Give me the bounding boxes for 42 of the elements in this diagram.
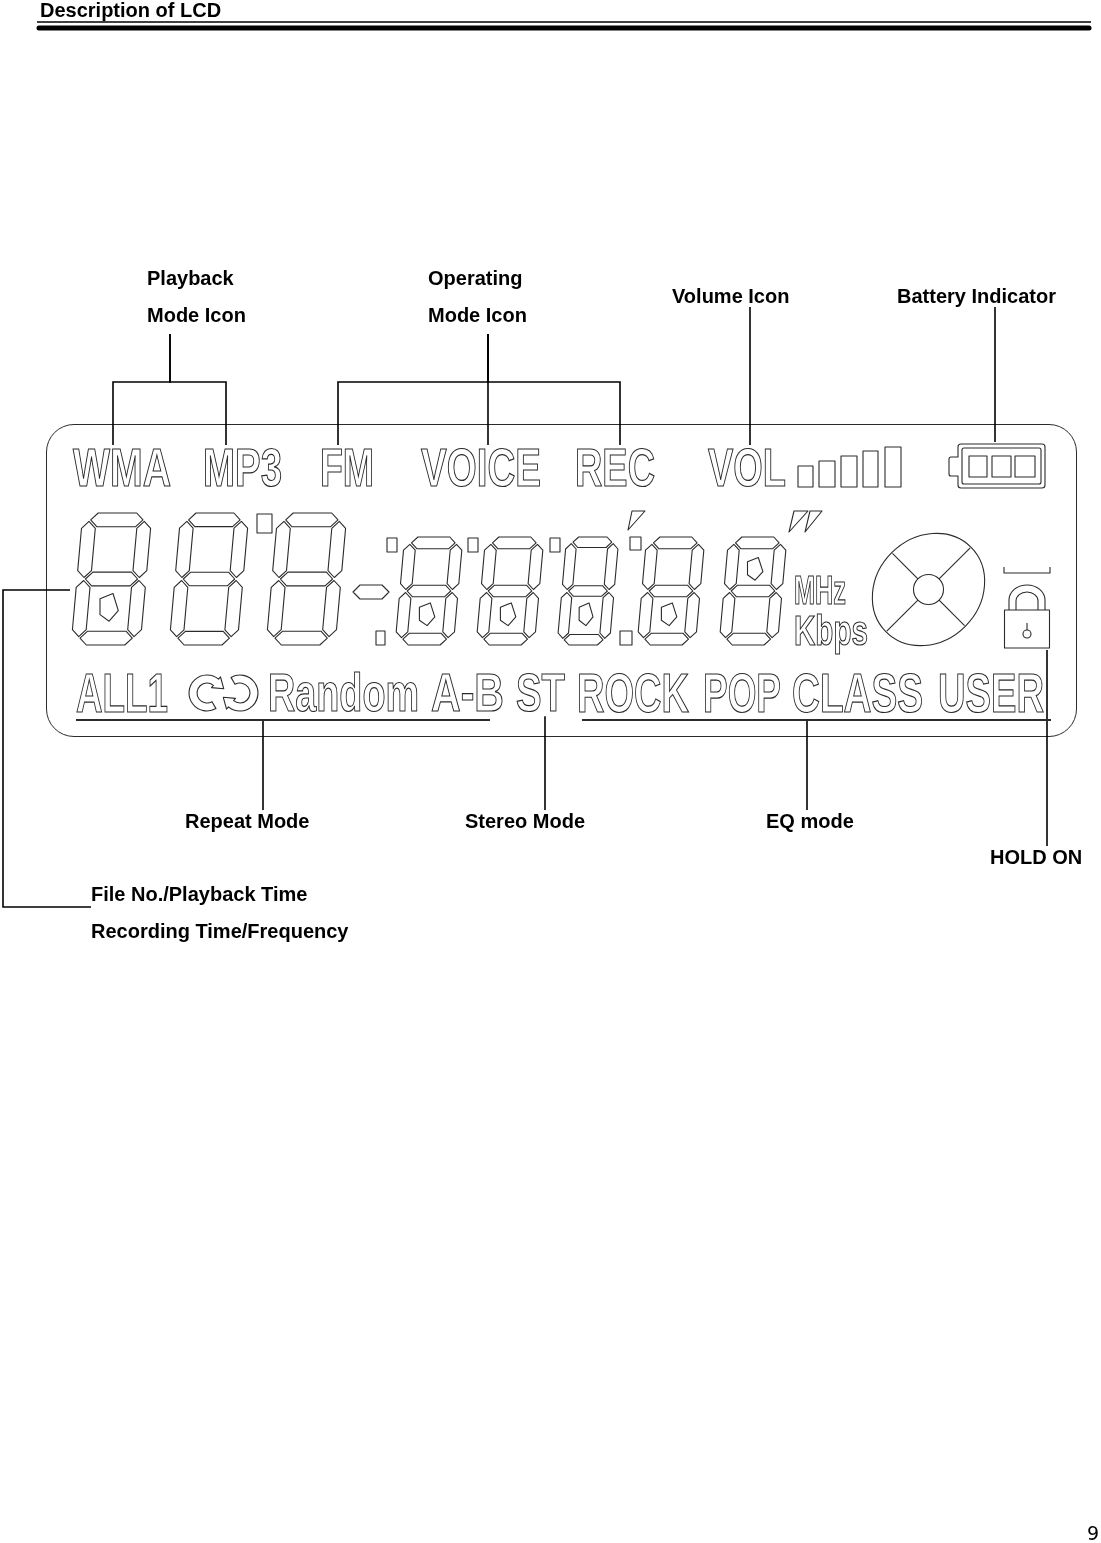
indicator-label: REC xyxy=(575,445,655,491)
indicator-label: VOICE xyxy=(421,445,541,491)
indicator-label: USER xyxy=(938,668,1044,717)
callout-label: Repeat Mode xyxy=(185,810,310,832)
indicator-underline xyxy=(76,719,490,721)
indicator-label: MP3 xyxy=(203,445,282,491)
leader-line xyxy=(2,589,92,908)
page-title: Description of LCD xyxy=(40,0,222,20)
page-number: 9 xyxy=(1087,1524,1100,1543)
indicator-label: WMA xyxy=(73,445,171,491)
leader-line xyxy=(169,333,227,446)
indicator-underline xyxy=(582,719,1051,721)
battery-icon xyxy=(948,442,1047,490)
callout-label: Volume Icon xyxy=(672,285,790,307)
lcd-panel xyxy=(46,424,1077,737)
callout-label: File No./Playback Time Recording Time/Frequency xyxy=(91,876,376,950)
leader-line xyxy=(544,715,546,811)
indicator-label: VOL xyxy=(708,445,786,491)
indicator-label: POP xyxy=(703,668,781,717)
unit-label: MHz xyxy=(794,574,846,608)
callout-label: Operating Mode Icon xyxy=(428,260,548,334)
unit-label: Kbps xyxy=(794,607,868,654)
indicator-label: CLASS xyxy=(792,668,923,717)
leader-line xyxy=(1046,649,1048,847)
indicator-label: ST xyxy=(516,669,565,717)
indicator-label: Random xyxy=(268,669,419,717)
callout-label: Playback Mode Icon xyxy=(147,260,267,334)
indicator-label: A-B xyxy=(431,669,504,717)
indicator-label: ROCK xyxy=(577,668,689,717)
callout-label: HOLD ON xyxy=(990,846,1083,868)
leader-line xyxy=(806,719,808,811)
leader-line xyxy=(994,306,996,443)
lock-icon xyxy=(1003,584,1052,650)
callout-label: Stereo Mode xyxy=(465,810,586,832)
leader-line xyxy=(487,333,621,446)
digit-display xyxy=(70,508,789,648)
indicator-label: ALL1 xyxy=(76,668,168,717)
leader-line xyxy=(262,719,264,811)
leader-line xyxy=(749,306,751,446)
callout-label: EQ mode xyxy=(766,810,854,832)
callout-label: Battery Indicator xyxy=(897,285,1056,307)
indicator-label: FM xyxy=(320,445,374,491)
